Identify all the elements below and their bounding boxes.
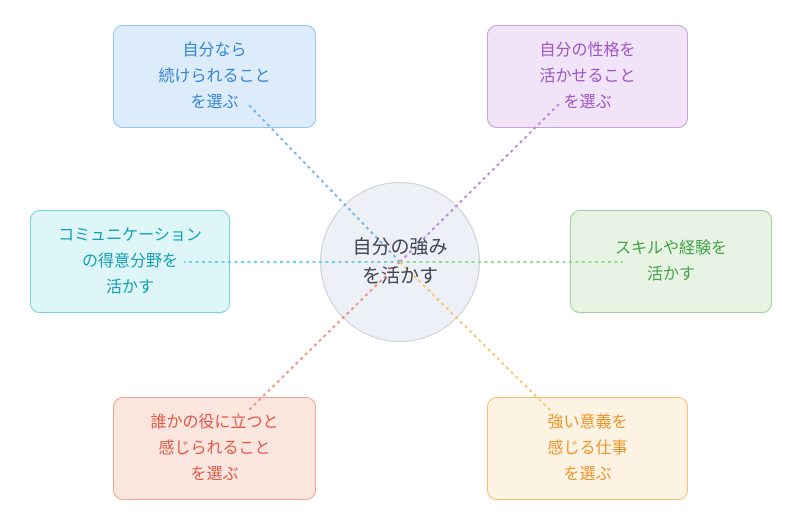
label-line: を選ぶ bbox=[190, 93, 239, 111]
label-line: スキルや経験を bbox=[614, 239, 727, 257]
label-line: 活かせること bbox=[539, 67, 636, 85]
connector-line-continuity bbox=[246, 102, 401, 263]
node-label-communication: コミュニケーション の得意分野を 活かす bbox=[30, 210, 230, 313]
label-line: 続けられること bbox=[158, 67, 271, 85]
label-line: を選ぶ bbox=[190, 465, 239, 483]
label-line: 自分の性格を bbox=[539, 41, 636, 59]
connector-line-helping-others bbox=[248, 261, 401, 411]
label-line: 活かす bbox=[646, 265, 695, 283]
label-line: を活かす bbox=[361, 266, 438, 287]
label-line: 自分の強み bbox=[352, 237, 448, 258]
label-line: の得意分野を bbox=[81, 252, 178, 270]
node-box-strong-meaning bbox=[487, 397, 688, 500]
label-line: コミュニケーション bbox=[58, 226, 202, 244]
label-line: 自分なら bbox=[182, 41, 247, 59]
node-box-helping-others bbox=[113, 397, 316, 500]
node-label-skills-experience: スキルや経験を 活かす bbox=[570, 210, 772, 313]
node-label-continuity: 自分なら 続けられること を選ぶ bbox=[113, 25, 316, 128]
node-label-helping-others: 誰かの役に立つと 感じられること を選ぶ bbox=[113, 397, 316, 500]
label-line: 活かす bbox=[105, 278, 154, 296]
label-line: を選ぶ bbox=[563, 465, 612, 483]
connector-line-personality bbox=[399, 102, 561, 263]
label-line: を選ぶ bbox=[563, 93, 612, 111]
center-label: 自分の強み を活かす bbox=[320, 182, 480, 342]
node-box-personality bbox=[487, 25, 688, 128]
node-label-strong-meaning: 強い意義を 感じる仕事 を選ぶ bbox=[487, 397, 688, 500]
node-box-continuity bbox=[113, 25, 316, 128]
label-line: 感じる仕事 bbox=[547, 439, 628, 457]
label-line: 誰かの役に立つと bbox=[150, 413, 279, 431]
label-line: 感じられること bbox=[158, 439, 271, 457]
connector-line-strong-meaning bbox=[399, 261, 552, 412]
label-line: 強い意義を bbox=[547, 413, 628, 431]
node-label-personality: 自分の性格を 活かせること を選ぶ bbox=[487, 25, 688, 128]
